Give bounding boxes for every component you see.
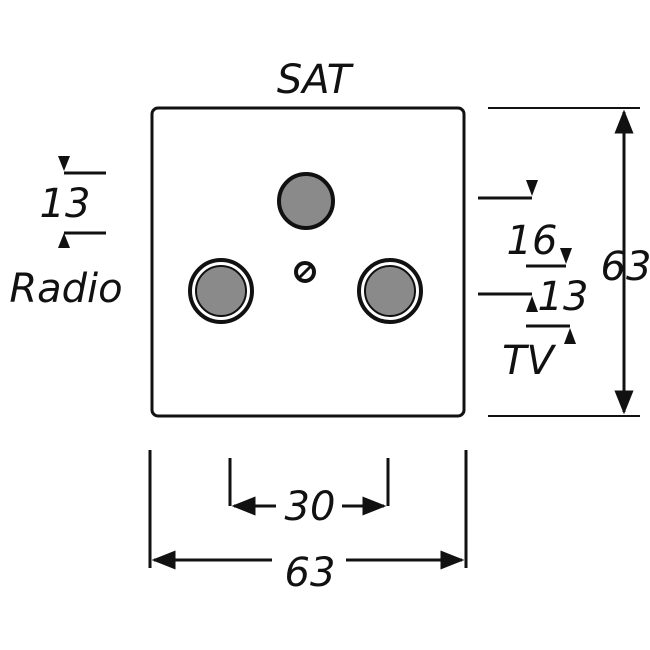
radio-label: Radio — [9, 266, 122, 312]
sat-label: SAT — [277, 57, 355, 103]
center-screw — [294, 261, 316, 283]
spacing-value: 30 — [285, 484, 336, 530]
sat-offset-value: 16 — [507, 218, 558, 264]
width-dimension: 63 — [148, 450, 468, 596]
radio-offset-dimension: 13 — [40, 156, 106, 248]
sat-socket — [277, 172, 335, 230]
width-value: 63 — [285, 550, 336, 596]
tv-offset-dimension: 13 — [478, 274, 588, 344]
tv-socket — [357, 258, 423, 324]
height-value: 63 — [601, 244, 650, 290]
spacing-dimension: 30 — [228, 458, 390, 530]
radio-offset-value: 13 — [40, 181, 91, 227]
radio-socket — [188, 258, 254, 324]
tv-label: TV — [502, 338, 556, 384]
sat-offset-dimension: 16 — [478, 180, 572, 268]
tv-offset-value: 13 — [538, 274, 589, 320]
cover-plate — [150, 106, 466, 418]
height-dimension: 63 — [488, 107, 650, 417]
